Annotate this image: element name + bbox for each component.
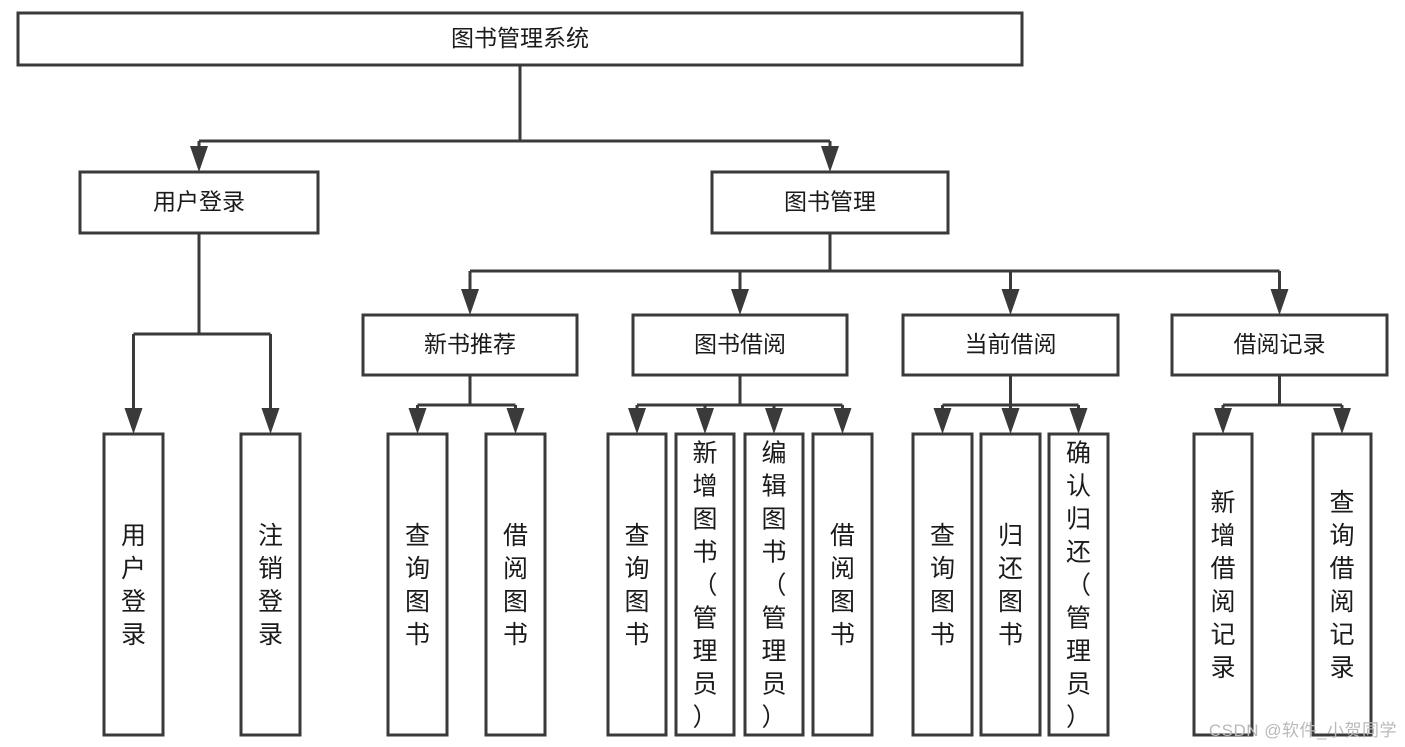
- node-user-login[interactable]: 用户登录: [78, 170, 320, 235]
- node-leaf-confirm-return[interactable]: 确认归还（管理员）: [1047, 432, 1110, 737]
- node-box: [606, 432, 668, 737]
- node-box: [78, 170, 320, 235]
- node-label: 借阅图书: [830, 522, 855, 649]
- arrow-head-icon: [1001, 408, 1020, 434]
- node-box: [743, 432, 805, 737]
- node-label: 归还图书: [998, 522, 1023, 649]
- node-box: [1047, 432, 1110, 737]
- node-leaf-query-book-3[interactable]: 查询图书: [911, 432, 974, 737]
- node-leaf-edit-book[interactable]: 编辑图书（管理员）: [743, 432, 805, 737]
- node-label: 图书管理系统: [451, 25, 589, 51]
- node-label: 用户登录: [153, 189, 245, 215]
- arrow-head-icon: [628, 408, 646, 434]
- arrow-head-icon: [1333, 408, 1351, 434]
- node-box: [361, 313, 579, 377]
- node-box: [901, 313, 1120, 377]
- node-label: 新增借阅记录: [1210, 489, 1235, 682]
- node-label: 查询图书: [930, 522, 955, 649]
- arrow-head-icon: [696, 408, 714, 434]
- arrow-head-icon: [408, 408, 427, 434]
- node-leaf-query-book-1[interactable]: 查询图书: [386, 432, 449, 737]
- node-box: [239, 432, 302, 737]
- node-box: [710, 170, 950, 235]
- arrow-head-icon: [1270, 289, 1289, 315]
- node-label: 借阅记录: [1234, 331, 1326, 357]
- node-book-manage[interactable]: 图书管理: [710, 170, 950, 235]
- arrow-head-icon: [933, 408, 952, 434]
- arrow-head-icon: [731, 289, 749, 315]
- node-leaf-query-record[interactable]: 查询借阅记录: [1311, 432, 1373, 737]
- node-leaf-add-record[interactable]: 新增借阅记录: [1192, 432, 1254, 737]
- node-label: 借阅图书: [503, 522, 528, 649]
- node-new-book-rec[interactable]: 新书推荐: [361, 313, 579, 377]
- node-box: [911, 432, 974, 737]
- node-leaf-borrow-book-2[interactable]: 借阅图书: [811, 432, 874, 737]
- node-leaf-return-book[interactable]: 归还图书: [979, 432, 1042, 737]
- node-leaf-query-book-2[interactable]: 查询图书: [606, 432, 668, 737]
- node-label: 图书借阅: [694, 331, 786, 357]
- node-box: [1311, 432, 1373, 737]
- arrow-head-icon: [1069, 408, 1088, 434]
- node-box: [1170, 313, 1389, 377]
- node-label: 新增图书（管理员）: [692, 440, 717, 732]
- node-book-borrow[interactable]: 图书借阅: [631, 313, 849, 377]
- node-box: [631, 313, 849, 377]
- node-box: [102, 432, 165, 737]
- node-leaf-borrow-book-1[interactable]: 借阅图书: [484, 432, 547, 737]
- node-box: [674, 432, 736, 737]
- arrow-head-icon: [506, 408, 525, 434]
- node-leaf-user-login[interactable]: 用户登录: [102, 432, 165, 737]
- node-label: 查询图书: [405, 522, 430, 649]
- node-box: [484, 432, 547, 737]
- arrow-head-icon: [124, 408, 143, 434]
- node-label: 用户登录: [121, 522, 146, 649]
- node-label: 注销登录: [258, 522, 283, 649]
- node-label: 新书推荐: [424, 331, 516, 357]
- arrow-head-icon: [765, 408, 783, 434]
- node-root[interactable]: 图书管理系统: [16, 11, 1024, 67]
- node-box: [1192, 432, 1254, 737]
- node-box: [811, 432, 874, 737]
- arrow-head-icon: [261, 408, 280, 434]
- arrow-head-icon: [190, 146, 208, 172]
- arrow-head-icon: [821, 146, 839, 172]
- node-leaf-logout[interactable]: 注销登录: [239, 432, 302, 737]
- edges-layer: [124, 65, 1351, 434]
- node-label: 确认归还（管理员）: [1066, 440, 1091, 732]
- arrow-head-icon: [833, 408, 852, 434]
- node-borrow-record[interactable]: 借阅记录: [1170, 313, 1389, 377]
- nodes-layer: 图书管理系统用户登录图书管理新书推荐图书借阅当前借阅借阅记录用户登录注销登录查询…: [16, 11, 1389, 737]
- node-box: [979, 432, 1042, 737]
- node-label: 查询图书: [624, 522, 649, 649]
- node-leaf-add-book[interactable]: 新增图书（管理员）: [674, 432, 736, 737]
- node-label: 当前借阅: [965, 331, 1057, 357]
- node-box: [386, 432, 449, 737]
- node-label: 图书管理: [784, 189, 876, 215]
- arrow-head-icon: [461, 289, 479, 315]
- node-label: 查询借阅记录: [1329, 489, 1354, 682]
- arrow-head-icon: [1214, 408, 1232, 434]
- arrow-head-icon: [1001, 289, 1020, 315]
- node-label: 编辑图书（管理员）: [761, 440, 786, 732]
- node-current-borrow[interactable]: 当前借阅: [901, 313, 1120, 377]
- csdn-watermark: CSDN @软件_小贺同学: [1208, 721, 1397, 740]
- node-box: [16, 11, 1024, 67]
